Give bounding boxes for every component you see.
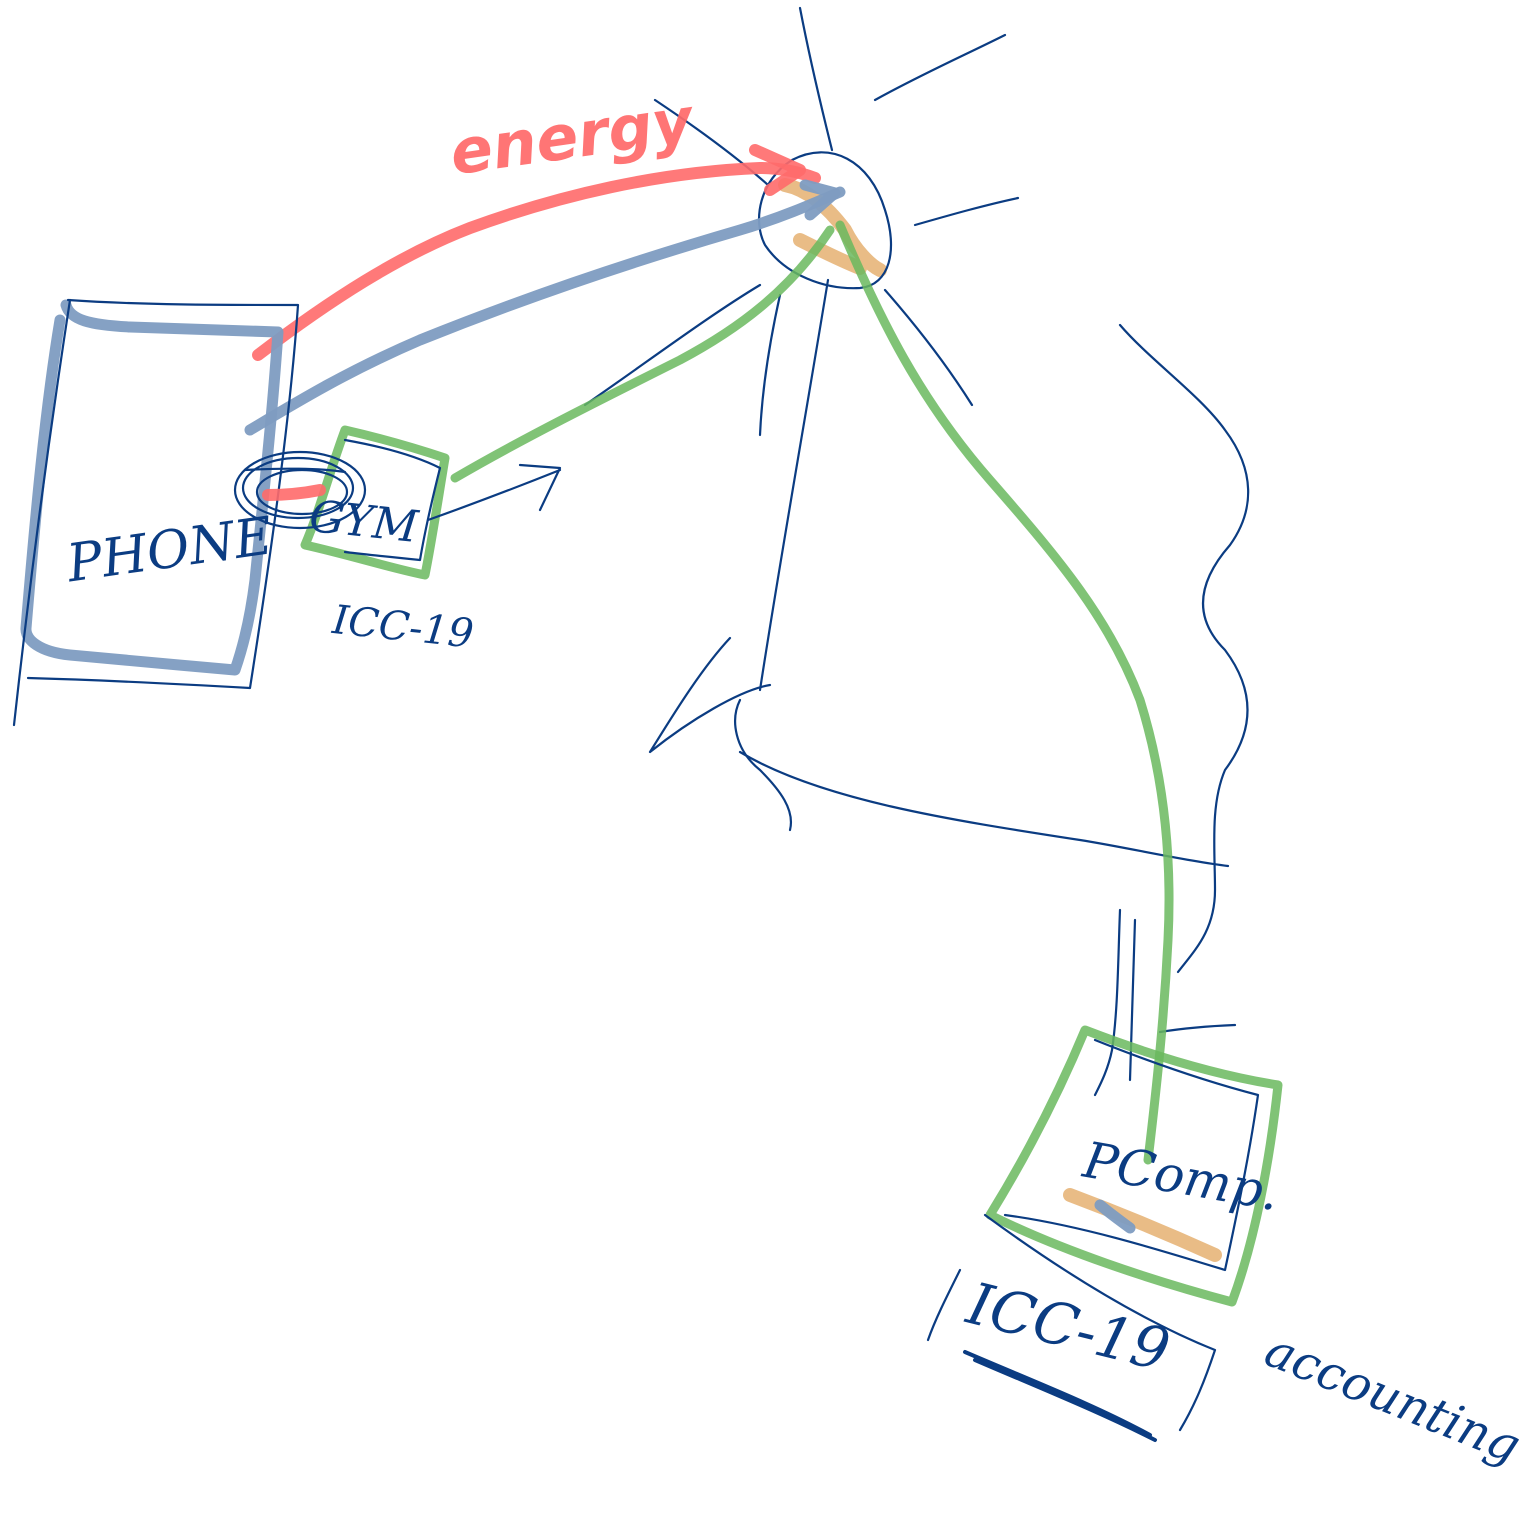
icc-large-box-outline xyxy=(926,1213,1217,1432)
gym-arrow-line xyxy=(426,468,562,522)
accounting-label: accounting xyxy=(1257,1322,1528,1475)
gym-box-outline xyxy=(343,438,442,562)
figure-ray-right-mid xyxy=(913,196,1020,227)
phone-label: PHONE xyxy=(62,506,276,594)
gym-arrowhead xyxy=(518,463,562,512)
pcomp-connection xyxy=(835,220,1174,1165)
link-inner-bar xyxy=(243,467,347,474)
link-ring-2 xyxy=(241,456,355,520)
phone-box-highlight xyxy=(20,299,284,676)
link-red-mark xyxy=(262,484,326,501)
figure-knee xyxy=(734,698,793,832)
figure-right-wavy xyxy=(1118,323,1250,974)
gym-to-joint-green-line xyxy=(450,225,835,483)
figure-right-drop-2 xyxy=(1128,918,1137,1082)
phone-box-outline xyxy=(26,298,300,690)
pcomp-box-highlight xyxy=(985,1025,1283,1307)
gym-box: GYM xyxy=(300,425,562,580)
figure-body-curve xyxy=(883,288,974,407)
energy-arrow: energy xyxy=(252,83,821,361)
figure-foot-left xyxy=(648,636,772,754)
figure-left-leg-line xyxy=(583,283,762,407)
icc-large-underline-2 xyxy=(973,1358,1157,1442)
phone-box-left-edge xyxy=(12,298,72,727)
phone-to-joint-blue-line xyxy=(244,186,846,436)
pcomp-orange-mark xyxy=(1063,1188,1222,1262)
figure-right-tick xyxy=(1158,1023,1237,1034)
phone-connection xyxy=(244,179,846,436)
link-ring-3 xyxy=(255,468,349,516)
icc-small-label: ICC-19 xyxy=(329,597,475,658)
energy-arrowhead xyxy=(749,144,806,196)
gym-connection xyxy=(450,225,835,483)
figure-long-diagonal xyxy=(758,278,830,692)
pcomp-box-outline xyxy=(1003,1038,1260,1272)
figure-top-line xyxy=(798,6,834,152)
phone-gym-link xyxy=(233,450,367,530)
link-ring-1 xyxy=(233,450,367,530)
icc-large-underline xyxy=(963,1350,1152,1437)
gym-label: GYM xyxy=(307,491,421,553)
figure-right-drop xyxy=(1093,908,1122,1097)
figure-ray-right-top xyxy=(873,33,1007,102)
joint-to-pcomp-green-line xyxy=(835,220,1174,1165)
energy-arrow-line xyxy=(252,162,821,361)
pcomp-blue-mark xyxy=(1094,1199,1136,1234)
phone-to-joint-arrowhead xyxy=(799,179,841,221)
pcomp-box: PComp. xyxy=(985,1025,1284,1307)
figure-inner-arc xyxy=(758,293,782,437)
figure-ray-left xyxy=(653,98,770,187)
gym-box-highlight xyxy=(300,425,450,580)
phone-box: PHONE xyxy=(12,298,300,727)
